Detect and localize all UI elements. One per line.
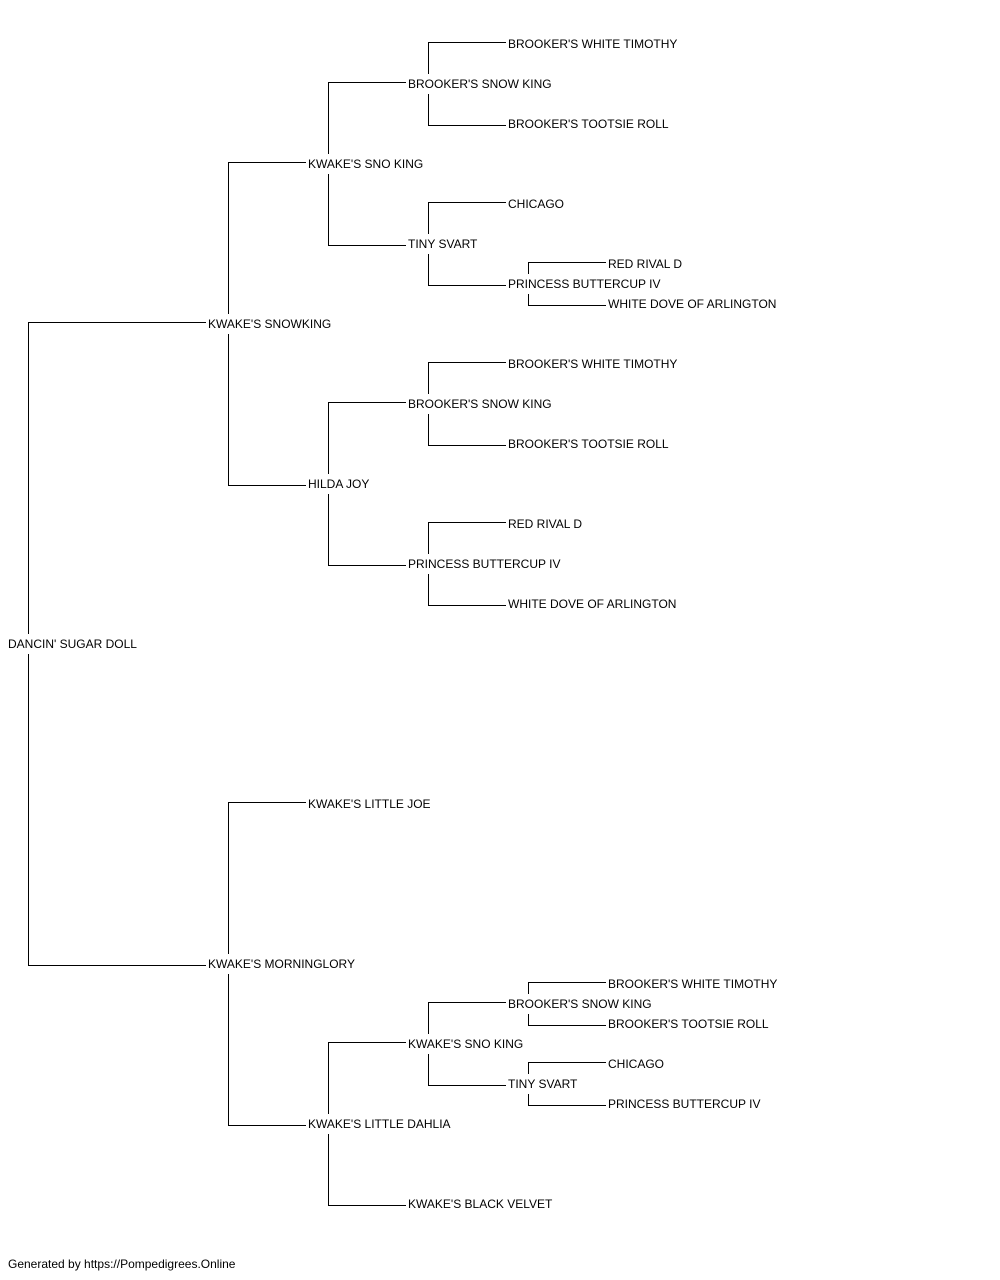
dam-dam-sire-dam-sire-name: CHICAGO <box>608 1057 665 1071</box>
connector-snoking3-dam <box>428 1054 506 1086</box>
connector-morninglory-sire <box>228 802 306 954</box>
connector-subject-dam <box>28 654 206 966</box>
connector-snowking-sire <box>228 162 306 314</box>
sire-dam-sire-dam-name: BROOKER'S TOOTSIE ROLL <box>508 437 669 451</box>
sire-dam-dam-dam-name: WHITE DOVE OF ARLINGTON <box>508 597 677 611</box>
generated-by-footer: Generated by https://Pompedigrees.Online <box>8 1257 236 1271</box>
connector-snowking2-sire <box>428 362 506 394</box>
dam-dam-sire-sire-name: BROOKER'S SNOW KING <box>508 997 652 1011</box>
connector-hildajoy-dam <box>328 494 406 566</box>
connector-buttercup1-dam <box>528 294 606 306</box>
connector-snowking1-sire <box>428 42 506 74</box>
connector-dahlia-sire <box>328 1042 406 1114</box>
dam-dam-sire-dam-dam-name: PRINCESS BUTTERCUP IV <box>608 1097 761 1111</box>
sire-sire-dam-dam-dam-name: WHITE DOVE OF ARLINGTON <box>608 297 777 311</box>
dam-dam-dam-name: KWAKE'S BLACK VELVET <box>408 1197 553 1211</box>
connector-buttercup2-dam <box>428 574 506 606</box>
connector-snowking3-dam <box>528 1014 606 1026</box>
dam-dam-sire-sire-dam-name: BROOKER'S TOOTSIE ROLL <box>608 1017 769 1031</box>
dam-sire-name: KWAKE'S LITTLE JOE <box>308 797 431 811</box>
connector-tinysvart1-sire <box>428 202 506 234</box>
connector-hildajoy-sire <box>328 402 406 474</box>
connector-buttercup1-sire <box>528 262 606 274</box>
connector-snowking3-sire <box>528 982 606 994</box>
sire-sire-dam-dam-name: PRINCESS BUTTERCUP IV <box>508 277 661 291</box>
sire-sire-sire-sire-name: BROOKER'S WHITE TIMOTHY <box>508 37 678 51</box>
connector-tinysvart3-sire <box>528 1062 606 1074</box>
sire-dam-name: HILDA JOY <box>308 477 370 491</box>
connector-snowking2-dam <box>428 414 506 446</box>
dam-name: KWAKE'S MORNINGLORY <box>208 957 355 971</box>
connector-buttercup2-sire <box>428 522 506 554</box>
connector-morninglory-dam <box>228 974 306 1126</box>
sire-name: KWAKE'S SNOWKING <box>208 317 332 331</box>
connector-snoking1-sire <box>328 82 406 154</box>
connector-tinysvart3-dam <box>528 1094 606 1106</box>
sire-sire-name: KWAKE'S SNO KING <box>308 157 424 171</box>
sire-sire-sire-dam-name: BROOKER'S TOOTSIE ROLL <box>508 117 669 131</box>
connector-snowking-dam <box>228 334 306 486</box>
connector-snoking1-dam <box>328 174 406 246</box>
sire-sire-dam-dam-sire-name: RED RIVAL D <box>608 257 683 271</box>
sire-dam-sire-name: BROOKER'S SNOW KING <box>408 397 552 411</box>
connector-dahlia-dam <box>328 1134 406 1206</box>
sire-sire-dam-name: TINY SVART <box>408 237 478 251</box>
dam-dam-sire-dam-name: TINY SVART <box>508 1077 578 1091</box>
sire-dam-dam-name: PRINCESS BUTTERCUP IV <box>408 557 561 571</box>
connector-snowking1-dam <box>428 94 506 126</box>
dam-dam-sire-sire-sire-name: BROOKER'S WHITE TIMOTHY <box>608 977 778 991</box>
connector-subject-sire <box>28 322 206 634</box>
sire-dam-dam-sire-name: RED RIVAL D <box>508 517 583 531</box>
sire-sire-sire-name: BROOKER'S SNOW KING <box>408 77 552 91</box>
connector-snoking3-sire <box>428 1002 506 1034</box>
sire-sire-dam-sire-name: CHICAGO <box>508 197 565 211</box>
connector-tinysvart1-dam <box>428 254 506 286</box>
sire-dam-sire-sire-name: BROOKER'S WHITE TIMOTHY <box>508 357 678 371</box>
dam-dam-sire-name: KWAKE'S SNO KING <box>408 1037 524 1051</box>
subject-name: DANCIN' SUGAR DOLL <box>8 637 137 651</box>
dam-dam-name: KWAKE'S LITTLE DAHLIA <box>308 1117 451 1131</box>
